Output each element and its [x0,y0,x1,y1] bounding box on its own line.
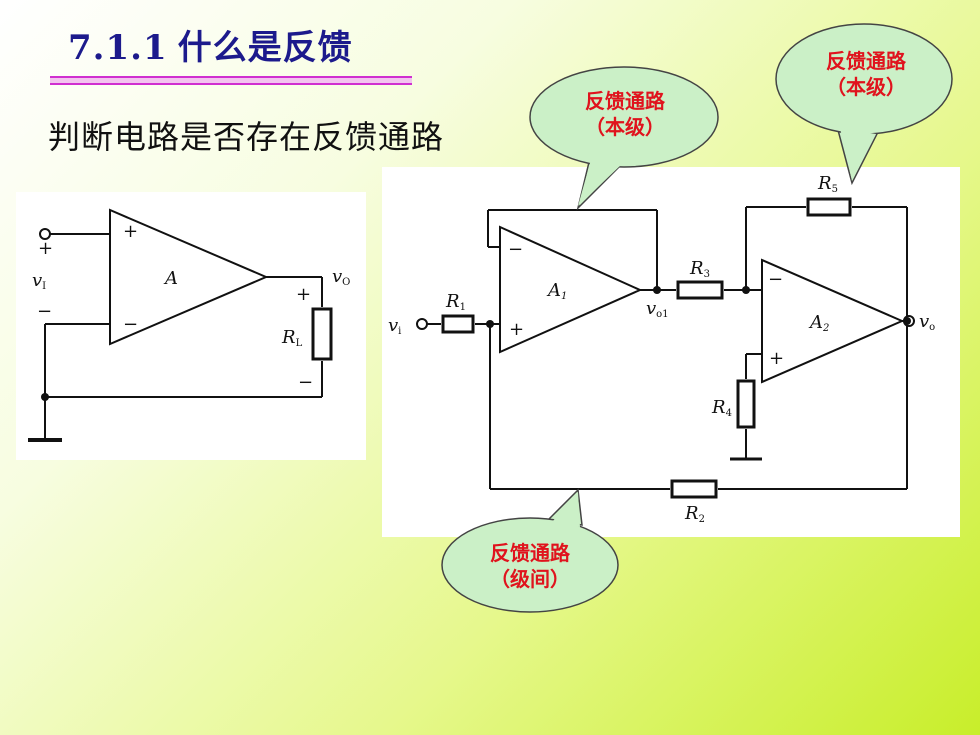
callout1-line2: （本级） [585,115,665,139]
callout3-line1: 反馈通路 [490,541,571,565]
node-a2-minus [742,286,750,294]
amp-plus: + [123,221,138,242]
r3-label: R3 [689,258,710,280]
title-underline [50,76,412,85]
a1-label: A1 [546,280,567,302]
callout2-line1: 反馈通路 [826,49,907,73]
amp-triangle [109,208,269,346]
load-label: RL [281,327,303,349]
callout-a2-local [775,23,953,186]
r1-label: R1 [445,291,466,313]
a1-plus: + [509,319,524,340]
vi-label: vi [388,315,401,337]
out-plus: + [296,284,311,305]
node-vo1 [653,286,661,294]
subtitle: 判断电路是否存在反馈通路 [48,118,445,156]
vo1-label: vo1 [646,298,669,320]
basic-amplifier-diagram: + vI − A + − vO + − RL [16,192,366,460]
minus-left: − [37,301,52,322]
basic-amplifier-circuit: + vI − A + − vO + − RL [28,208,350,442]
amp-minus: − [123,314,138,335]
r2-label: R2 [684,503,705,525]
resistor-r5 [806,197,852,217]
a2-plus: + [769,348,784,369]
vi-terminal [416,318,428,330]
output-label: vO [332,266,350,288]
callout1-line1: 反馈通路 [585,89,666,113]
r4-label: R4 [711,397,732,419]
ground-node [41,393,49,401]
resistor-r1 [441,314,475,334]
r5-label: R5 [817,173,838,195]
resistor-r2 [670,479,718,499]
a2-label: A2 [808,312,829,334]
input-label: vI [32,270,46,292]
two-stage-amplifier-diagram: vi R1 A1 − + vo1 R3 R5 A2 − + vo R4 R2 [382,167,960,537]
amp-a1-triangle [499,225,643,354]
plus-top: + [38,238,53,259]
amp-label: A [163,268,178,289]
node-vo [903,317,911,325]
node-a1-plus [486,320,494,328]
vo-label: vo [919,311,935,333]
a2-minus: − [768,269,783,290]
out-minus: − [298,372,313,393]
a1-minus: − [508,239,523,260]
resistor-r3 [676,280,724,300]
two-stage-amplifier-circuit: vi R1 A1 − + vo1 R3 R5 A2 − + vo R4 R2 [388,173,935,525]
load-resistor [311,307,333,361]
section-title-text: 什么是反馈 [177,28,353,68]
callout2-line2: （本级） [826,75,906,99]
callout3-line2: （级间） [490,567,570,591]
section-number: 7.1.1 [68,28,168,68]
resistor-r4 [736,379,756,429]
amp-a2-triangle [761,258,905,384]
